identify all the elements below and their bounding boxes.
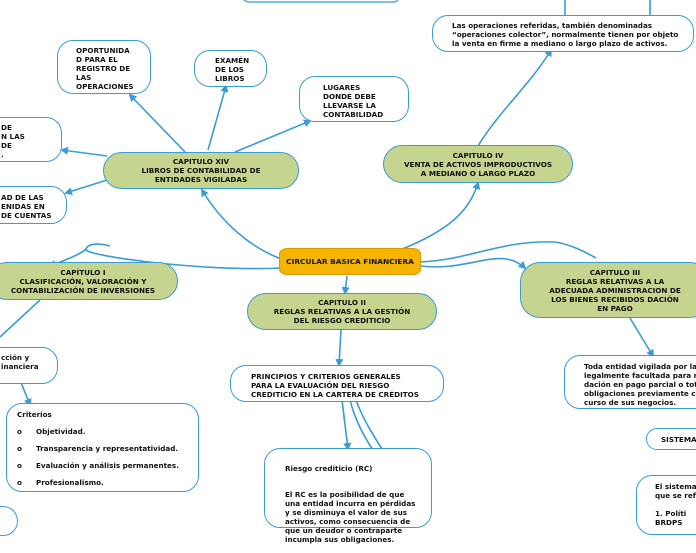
link-center-cap3 bbox=[419, 257, 527, 270]
riesgo-body: El RC es la posibilidad de que una entid… bbox=[285, 490, 416, 544]
criterios-bubble[interactable]: Criterios o Objetividad. o Transparencia… bbox=[6, 403, 199, 492]
chapter-4-node[interactable]: CAPITULO IV VENTA DE ACTIVOS IMPRODUCTIV… bbox=[383, 145, 573, 183]
criterio-label: Objetividad. bbox=[36, 427, 86, 436]
criterio-item: o Profesionalismo. bbox=[17, 478, 188, 487]
principios-bubble[interactable]: PRINCIPIOS Y CRITERIOS GENERALES PARA LA… bbox=[230, 365, 444, 402]
link-cap3-extra bbox=[419, 241, 597, 263]
link-cap14-lugares bbox=[234, 119, 312, 153]
link-center-cap4 bbox=[399, 181, 481, 251]
chapter-2-node[interactable]: CAPITULO II REGLAS RELATIVAS A LA GESTIÓ… bbox=[247, 293, 437, 330]
link-seccion-criterios bbox=[19, 379, 32, 407]
toda-entidad-bubble[interactable]: Toda entidad vigilada por la S legalment… bbox=[564, 355, 696, 409]
riesgo-title: Riesgo crediticio (RC) bbox=[285, 464, 373, 473]
left-bubble-a[interactable]: DE N LAS DE . bbox=[0, 117, 62, 162]
riesgo-bubble[interactable]: Riesgo crediticio (RC) El RC es la posib… bbox=[264, 448, 432, 544]
criterio-item: o Evaluación y análisis permanentes. bbox=[17, 461, 188, 470]
link-center-cap14 bbox=[200, 188, 291, 263]
top-bubble-fragment bbox=[243, 0, 399, 3]
el-sistema-bubble[interactable]: El sistema que se refl 1. Políti BRDPS bbox=[636, 475, 696, 535]
operaciones-bubble[interactable]: Las operaciones referidas, también denom… bbox=[432, 15, 694, 52]
central-topic-node[interactable]: CIRCULAR BASICA FINANCIERA bbox=[279, 248, 421, 275]
link-center-cap2 bbox=[341, 275, 350, 295]
link-cap14-left-b bbox=[64, 179, 108, 195]
bullet: o bbox=[17, 478, 22, 487]
link-cap4-operaciones bbox=[477, 48, 553, 147]
seccion-bubble[interactable]: cción y inanciera bbox=[0, 347, 58, 384]
left-bubble-b[interactable]: AD DE LAS ENIDAS EN DE CUENTAS bbox=[0, 186, 67, 224]
link-cap14-oportunidad bbox=[128, 93, 186, 153]
chapter-3-node[interactable]: CAPITULO III REGLAS RELATIVAS A LA ADECU… bbox=[520, 262, 696, 318]
sistema-bubble[interactable]: SISTEMA bbox=[646, 428, 696, 450]
link-cap3-toda bbox=[629, 317, 655, 358]
bullet: o bbox=[17, 461, 22, 470]
examen-bubble[interactable]: EXAMÉN DE LOS LIBROS bbox=[194, 50, 267, 87]
chapter-1-node[interactable]: CAPÍTULO I CLASIFICACIÓN, VALORACIÓN Y C… bbox=[0, 262, 178, 300]
link-center-cap1 bbox=[85, 243, 283, 270]
criterio-item: o Objetividad. bbox=[17, 427, 188, 436]
link-cap2-principios bbox=[335, 329, 344, 367]
criterios-title: Criterios bbox=[17, 410, 52, 419]
link-cap14-examen bbox=[207, 84, 229, 151]
link-principios-riesgo bbox=[341, 399, 352, 451]
criterio-label: Profesionalismo. bbox=[36, 478, 104, 487]
link-cap1-seccion bbox=[0, 299, 41, 338]
bullet: o bbox=[17, 427, 22, 436]
criterio-label: Transparencia y representatividad. bbox=[36, 444, 179, 453]
bullet: o bbox=[17, 444, 22, 453]
oportunidad-bubble[interactable]: OPORTUNIDA D PARA EL REGISTRO DE LAS OPE… bbox=[57, 40, 151, 94]
connector-lines bbox=[0, 0, 655, 471]
criterio-label: Evaluación y análisis permanentes. bbox=[36, 461, 179, 470]
criterio-item: o Transparencia y representatividad. bbox=[17, 444, 188, 453]
chapter-14-node[interactable]: CAPITULO XIV LIBROS DE CONTABILIDAD DE E… bbox=[103, 152, 299, 189]
lugares-bubble[interactable]: LUGARES DONDE DEBE LLEVARSE LA CONTABILI… bbox=[299, 76, 409, 122]
link-cap14-left-a bbox=[60, 146, 108, 157]
